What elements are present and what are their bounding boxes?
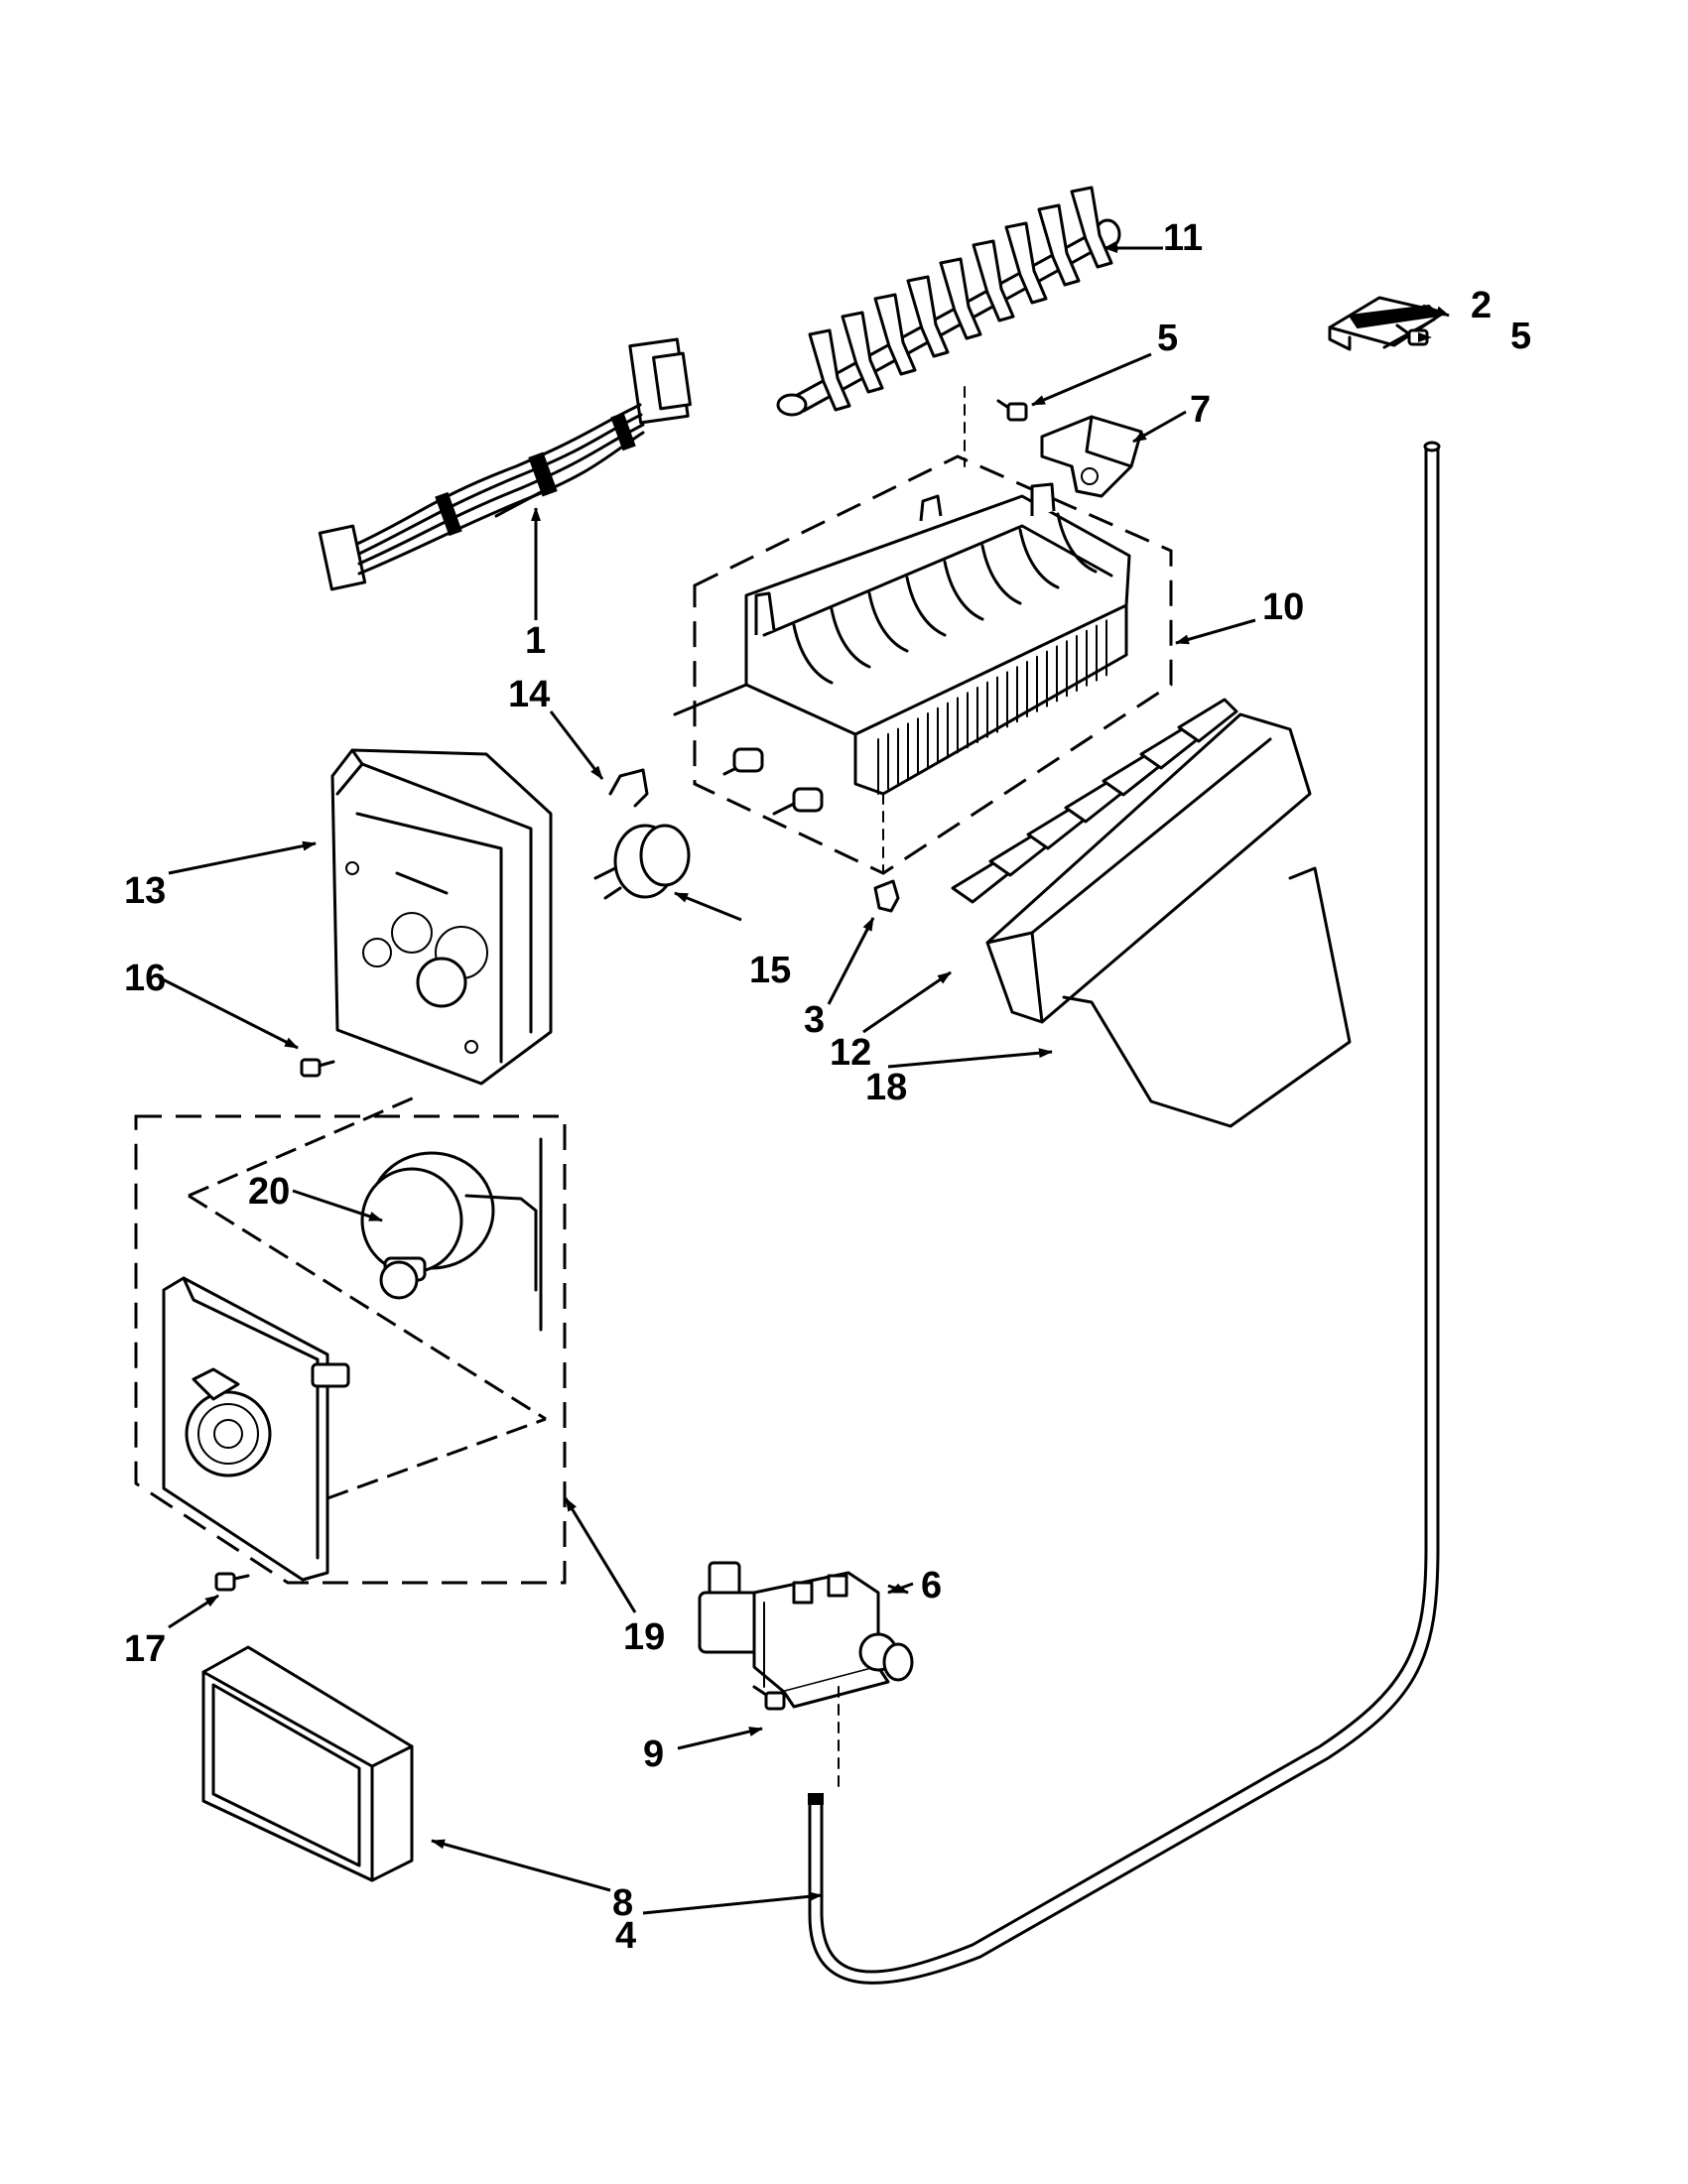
callout-6: 6	[921, 1565, 942, 1606]
callout-labels: 1 2 5 11 5 7 10 14 13 15 16 3 12 18 20 6…	[124, 217, 1531, 1957]
mold-rib	[867, 591, 909, 653]
screw-part-16	[300, 1058, 335, 1078]
bracket-part	[1040, 415, 1143, 498]
mold-rib	[943, 560, 984, 621]
callout-7: 7	[1190, 389, 1211, 431]
filter-cover-part	[201, 1645, 414, 1882]
callout-5-center: 5	[1157, 318, 1178, 359]
cover-part	[951, 698, 1312, 1024]
water-valve-part	[698, 1561, 914, 1787]
ejector-blade	[972, 239, 1015, 322]
screw-part-9	[752, 1685, 786, 1711]
ejector-blade	[841, 311, 884, 394]
wire-harness-part	[318, 337, 692, 591]
callout-11: 11	[1163, 217, 1203, 259]
ejector-blade	[939, 257, 982, 340]
mold-rib	[980, 544, 1022, 605]
thermostat-part	[593, 824, 691, 900]
shutoff-arm-part	[1062, 866, 1352, 1128]
mold-rib	[1056, 512, 1098, 574]
leader-lines	[158, 240, 1450, 1915]
callout-14: 14	[508, 674, 550, 715]
callout-13: 13	[124, 870, 166, 912]
mold-rib	[792, 623, 834, 685]
module-assembly-part	[134, 1094, 567, 1585]
callout-18: 18	[865, 1067, 907, 1108]
ice-mold-part	[673, 454, 1173, 875]
callout-17: 17	[124, 1628, 166, 1670]
ejector-blade	[906, 275, 950, 358]
callout-4: 4	[615, 1915, 636, 1957]
screw-part-right	[1395, 323, 1429, 346]
ejector-part	[776, 186, 1121, 417]
callout-15: 15	[749, 950, 791, 991]
callout-16: 16	[124, 958, 166, 999]
ejector-blade	[1037, 203, 1081, 287]
screw-part-center	[964, 386, 1028, 467]
clip-spring-part	[608, 768, 649, 808]
water-tube-part	[808, 441, 1441, 1985]
callout-3: 3	[804, 999, 825, 1041]
callout-20: 20	[248, 1171, 290, 1213]
cover-tooth	[1177, 698, 1238, 743]
callout-1: 1	[525, 620, 546, 662]
clip-part	[873, 879, 900, 913]
ejector-blade	[1070, 186, 1113, 269]
callout-12: 12	[830, 1032, 871, 1074]
callout-5-right: 5	[1510, 316, 1531, 357]
screw-part-17	[214, 1572, 250, 1592]
callout-9: 9	[643, 1734, 664, 1775]
callout-10: 10	[1262, 586, 1304, 628]
callout-2: 2	[1471, 285, 1492, 326]
ejector-blade	[808, 328, 851, 412]
callout-19: 19	[623, 1616, 665, 1658]
housing-part	[330, 748, 553, 1086]
mold-rib	[1018, 528, 1060, 589]
ejector-blade	[1004, 221, 1048, 305]
mold-rib	[905, 576, 947, 637]
motor-part	[360, 1137, 543, 1332]
callout-8: 8	[612, 1882, 633, 1924]
ejector-blade	[873, 293, 917, 376]
mold-rib	[830, 607, 871, 669]
